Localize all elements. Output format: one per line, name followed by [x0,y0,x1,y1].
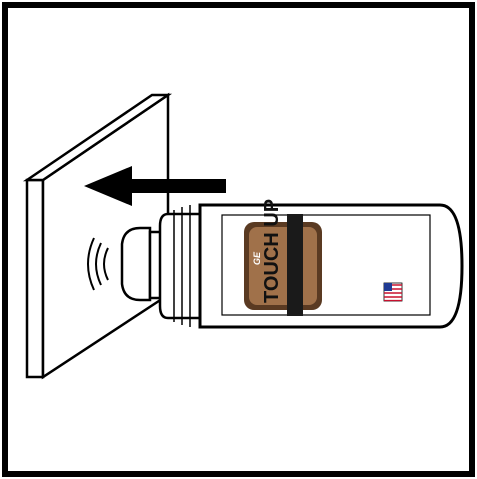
touch-up-pen: TOUCH UP GE [120,199,464,329]
left-arrow-icon [84,166,226,206]
brand-mark: GE [252,251,262,265]
wall-panel [22,92,173,380]
sound-waves-icon [87,237,109,291]
pen-neck [158,212,202,320]
usa-flag-icon [383,282,403,302]
pen-tip [120,226,152,302]
product-name: TOUCH UP [261,199,283,303]
product-badge [244,214,322,316]
